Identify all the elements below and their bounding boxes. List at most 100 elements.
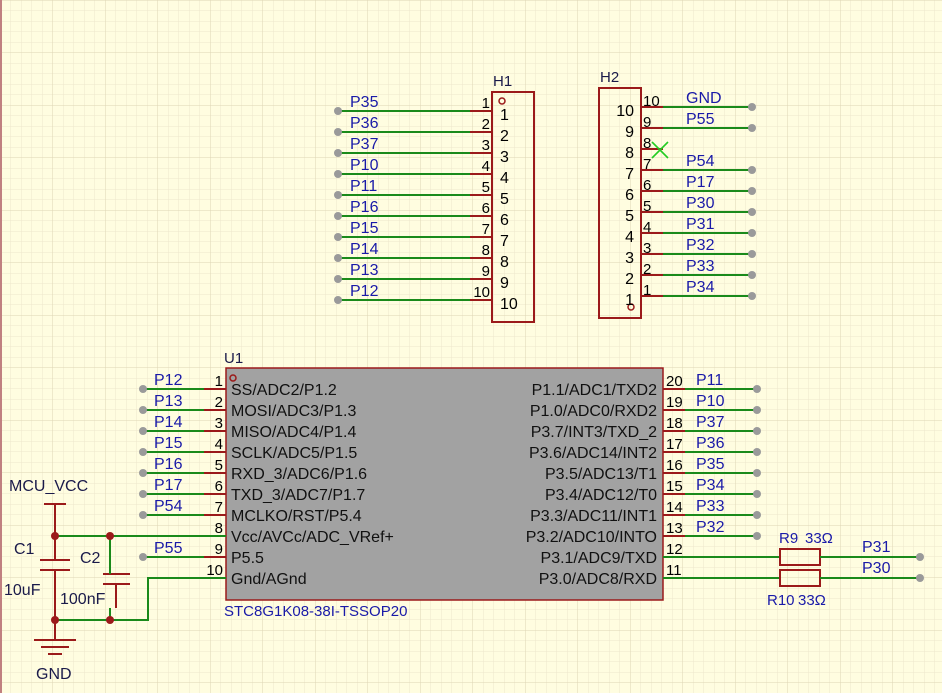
pin-number: 4 bbox=[643, 219, 651, 236]
header-pin-label: 3 bbox=[500, 149, 509, 166]
net-label: P33 bbox=[686, 258, 715, 275]
pin-number: 4 bbox=[482, 158, 490, 175]
header-pin-label: 1 bbox=[625, 292, 634, 309]
net-label: P17 bbox=[686, 174, 715, 191]
resistor-r10[interactable]: R10 33Ω P30 bbox=[663, 560, 924, 609]
pin-number: 20 bbox=[666, 373, 683, 390]
net-port bbox=[748, 166, 756, 174]
net-label: P30 bbox=[686, 195, 715, 212]
h1-body bbox=[491, 91, 535, 323]
capacitor-c1[interactable]: C1 10uF bbox=[4, 541, 70, 632]
net-label: P31 bbox=[686, 216, 715, 233]
junction-dot bbox=[106, 616, 114, 624]
net-port bbox=[916, 574, 924, 582]
net-port bbox=[748, 103, 756, 111]
net-port bbox=[748, 292, 756, 300]
pin-number: 2 bbox=[482, 116, 490, 133]
junction-dot bbox=[106, 532, 114, 540]
header-pin-label: 4 bbox=[625, 229, 634, 246]
net-label: P32 bbox=[696, 519, 725, 536]
header-pin-label: 6 bbox=[500, 212, 509, 229]
header-pin-label: 6 bbox=[625, 187, 634, 204]
pin-name: SCLK/ADC5/P1.5 bbox=[231, 445, 357, 462]
net-label: P15 bbox=[154, 435, 183, 452]
u1-pin1-marker bbox=[229, 374, 237, 382]
r10-designator: R10 bbox=[767, 592, 795, 609]
net-port bbox=[139, 553, 147, 561]
pin-number: 3 bbox=[215, 415, 223, 432]
resistor-r9[interactable]: R9 33Ω P31 bbox=[663, 530, 924, 566]
net-port bbox=[753, 469, 761, 477]
net-label: P16 bbox=[350, 199, 379, 216]
pin-name: SS/ADC2/P1.2 bbox=[231, 382, 337, 399]
pin-number: 6 bbox=[215, 478, 223, 495]
capacitor-c2[interactable]: C2 100nF bbox=[60, 550, 130, 608]
gnd-label: GND bbox=[36, 666, 72, 683]
net-port bbox=[748, 208, 756, 216]
net-label: P15 bbox=[350, 220, 379, 237]
header-pin-label: 5 bbox=[625, 208, 634, 225]
header-pin-label: 1 bbox=[500, 107, 509, 124]
pin-name: MOSI/ADC3/P1.3 bbox=[231, 403, 356, 420]
net-label: GND bbox=[686, 90, 722, 107]
net-label: P34 bbox=[696, 477, 725, 494]
header-pin-label: 8 bbox=[625, 145, 634, 162]
pin-name: P5.5 bbox=[231, 550, 264, 567]
pin-number: 11 bbox=[666, 562, 682, 579]
net-port bbox=[139, 427, 147, 435]
net-port bbox=[753, 406, 761, 414]
pin-number: 5 bbox=[482, 179, 490, 196]
net-port bbox=[753, 448, 761, 456]
net-port bbox=[139, 511, 147, 519]
junction-dot bbox=[51, 532, 59, 540]
vcc-label: MCU_VCC bbox=[9, 478, 88, 495]
h1-pin1-marker bbox=[498, 97, 506, 105]
c2-designator: C2 bbox=[80, 550, 101, 567]
net-port bbox=[334, 107, 342, 115]
net-port bbox=[334, 191, 342, 199]
pin-number: 7 bbox=[215, 499, 223, 516]
pin-number: 13 bbox=[666, 520, 683, 537]
u1-body bbox=[225, 367, 664, 601]
pin-name: P3.0/ADC8/RXD bbox=[539, 571, 657, 588]
net-label: P54 bbox=[686, 153, 715, 170]
power-section[interactable]: MCU_VCC C1 10uF C2 100nF bbox=[4, 478, 226, 683]
pin-number: 3 bbox=[482, 137, 490, 154]
net-label: P10 bbox=[350, 157, 379, 174]
pin-number: 7 bbox=[643, 156, 651, 173]
header-pin-label: 3 bbox=[625, 250, 634, 267]
pin-number: 17 bbox=[666, 436, 683, 453]
net-label: P12 bbox=[350, 283, 379, 300]
gnd-wire bbox=[55, 577, 226, 621]
net-label: P14 bbox=[154, 414, 183, 431]
pin-name: P3.6/ADC14/INT2 bbox=[529, 445, 657, 462]
c1-designator: C1 bbox=[14, 541, 35, 558]
u1-designator: U1 bbox=[224, 350, 243, 367]
pin-number: 12 bbox=[666, 541, 683, 558]
net-port bbox=[748, 124, 756, 132]
pin-number: 8 bbox=[482, 242, 490, 259]
net-port bbox=[139, 448, 147, 456]
ground-icon bbox=[34, 620, 76, 655]
header-pin-label: 9 bbox=[625, 124, 634, 141]
net-label: P13 bbox=[350, 262, 379, 279]
net-port bbox=[334, 233, 342, 241]
pin-number: 6 bbox=[482, 200, 490, 217]
header-pin-label: 4 bbox=[500, 170, 509, 187]
pin-number: 1 bbox=[215, 373, 223, 390]
net-label: P11 bbox=[696, 372, 723, 389]
pin-name: MCLKO/RST/P5.4 bbox=[231, 508, 362, 525]
r10-value: 33Ω bbox=[798, 592, 826, 609]
net-port bbox=[916, 553, 924, 561]
net-label: P35 bbox=[350, 94, 379, 111]
h2-body bbox=[598, 87, 642, 319]
header-h2[interactable]: H2 GND10P5598P547P176P305P314P323P332P34… bbox=[598, 69, 756, 319]
header-pin-label: 10 bbox=[500, 296, 518, 313]
pin-number: 5 bbox=[215, 457, 223, 474]
net-label: P37 bbox=[350, 136, 379, 153]
net-port bbox=[753, 385, 761, 393]
c1-value: 10uF bbox=[4, 582, 41, 599]
